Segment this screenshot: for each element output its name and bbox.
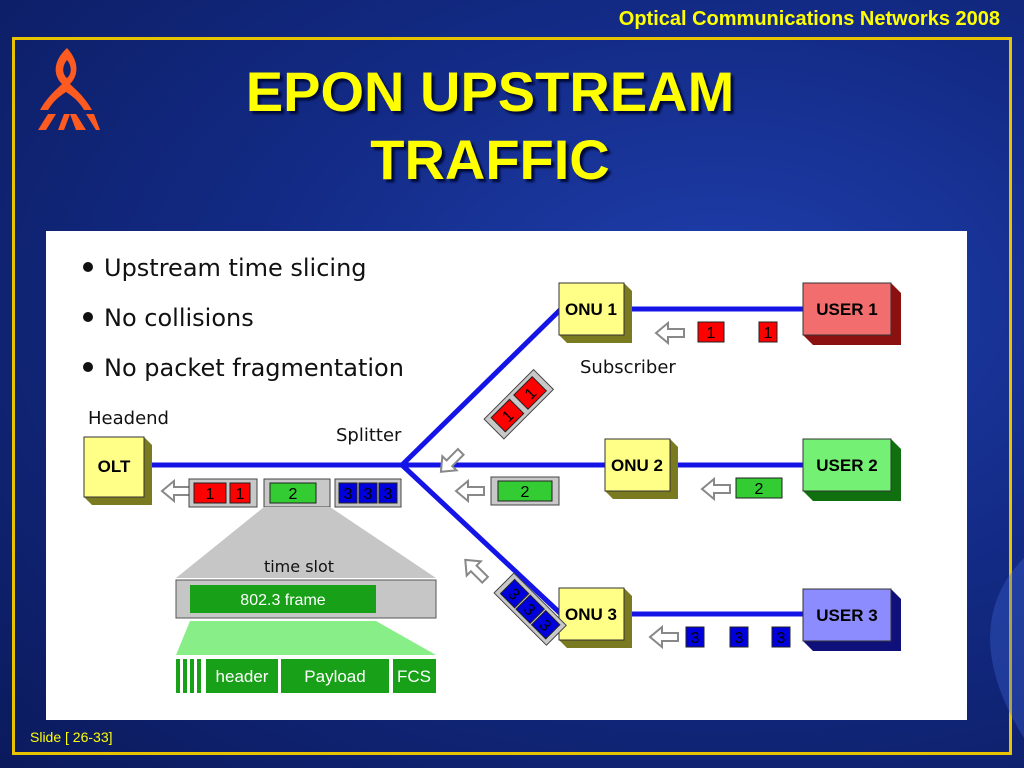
- bullet-dot: [83, 262, 93, 272]
- svg-text:3: 3: [777, 630, 786, 647]
- fcs-field: [393, 659, 436, 693]
- packet-1: 1: [758, 321, 778, 343]
- decorative-swoosh: [990, 558, 1024, 738]
- bullet-dot: [83, 362, 93, 372]
- svg-text:1: 1: [707, 325, 716, 342]
- arrow-left-icon: [454, 478, 485, 504]
- slide-number: Slide [ 26-33]: [30, 729, 113, 745]
- trunk-packets-2: 2: [263, 478, 331, 508]
- headend-label: Headend: [88, 408, 169, 429]
- svg-text:1: 1: [206, 486, 215, 503]
- svg-text:3: 3: [691, 630, 700, 647]
- user2-node: USER 2: [802, 438, 901, 501]
- user1-label: USER 1: [816, 300, 877, 319]
- packet-1: 1: [697, 321, 725, 343]
- arrow-diag-down-icon: [464, 558, 490, 584]
- payload-label: Payload: [304, 667, 365, 686]
- diagram-panel: Upstream time slicing No collisions No p…: [46, 231, 967, 720]
- preamble-bar: [183, 659, 187, 693]
- arrow-left-icon: [160, 478, 191, 504]
- bullet-3: No packet fragmentation: [104, 354, 404, 382]
- trunk-packets-3: 3 3 3: [334, 478, 402, 508]
- onu2-node: ONU 2: [604, 438, 678, 499]
- fcs-label: FCS: [397, 667, 431, 686]
- link-splitter-onu1: [400, 307, 563, 467]
- frame-breakdown: header Payload FCS: [176, 659, 436, 693]
- header-field: [206, 659, 278, 693]
- university-logo-icon: [38, 48, 100, 130]
- arrow-left-icon: [648, 624, 679, 650]
- link-splitter-onu3: [400, 463, 563, 616]
- preamble-bar: [197, 659, 201, 693]
- packet-2-onu2: 2: [490, 476, 560, 506]
- slide-border: [12, 37, 1012, 755]
- arrow-left-icon: [654, 320, 685, 346]
- packet-group-onu3: 3 3 3: [493, 572, 567, 646]
- bullet-1: Upstream time slicing: [104, 254, 367, 282]
- olt-node: OLT: [83, 436, 152, 505]
- payload-field: [281, 659, 389, 693]
- arrow-diag-up-icon: [439, 447, 465, 473]
- packet-3: 3: [771, 626, 791, 648]
- time-slot-expansion: time slot 802.3 frame: [175, 507, 437, 655]
- slide-title-line-1: EPON UPSTREAM: [245, 60, 735, 123]
- onu3-label: ONU 3: [565, 605, 617, 624]
- user3-node: USER 3: [802, 588, 901, 651]
- svg-text:3: 3: [735, 630, 744, 647]
- arrow-left-icon: [700, 476, 731, 502]
- packet-group-onu1: 1 1: [483, 368, 555, 440]
- bullet-list: Upstream time slicing No collisions No p…: [83, 254, 404, 382]
- onu1-label: ONU 1: [565, 300, 617, 319]
- preamble-bar: [190, 659, 194, 693]
- svg-text:3: 3: [344, 486, 353, 503]
- course-title: Optical Communications Networks 2008: [618, 8, 1000, 30]
- svg-text:2: 2: [521, 484, 530, 501]
- header-label: header: [216, 667, 269, 686]
- trunk-packets-1: 1 1: [188, 478, 258, 508]
- slide-title-line-2: TRAFFIC: [370, 128, 610, 191]
- onu3-node: ONU 3: [558, 587, 632, 648]
- time-slot-label: time slot: [264, 557, 334, 576]
- bullet-2: No collisions: [104, 304, 254, 332]
- packet-3: 3: [685, 626, 705, 648]
- preamble-bar: [176, 659, 180, 693]
- bullet-dot: [83, 312, 93, 322]
- svg-text:1: 1: [764, 325, 773, 342]
- olt-label: OLT: [98, 457, 131, 476]
- svg-text:2: 2: [755, 481, 764, 498]
- fiber-links: [146, 306, 806, 617]
- packet-3: 3: [729, 626, 749, 648]
- svg-text:3: 3: [364, 486, 373, 503]
- user1-node: USER 1: [802, 282, 901, 345]
- epon-diagram: Upstream time slicing No collisions No p…: [83, 254, 901, 693]
- slide-title: EPON UPSTREAM TRAFFIC: [160, 58, 820, 194]
- user3-label: USER 3: [816, 606, 877, 625]
- svg-text:2: 2: [289, 486, 298, 503]
- svg-text:1: 1: [236, 486, 245, 503]
- user2-label: USER 2: [816, 456, 877, 475]
- svg-text:3: 3: [384, 486, 393, 503]
- frame-label: 802.3 frame: [240, 592, 325, 609]
- subscriber-label: Subscriber: [580, 357, 676, 378]
- onu2-label: ONU 2: [611, 456, 663, 475]
- onu1-node: ONU 1: [558, 282, 632, 343]
- packet-2: 2: [735, 477, 783, 499]
- splitter-label: Splitter: [336, 425, 402, 446]
